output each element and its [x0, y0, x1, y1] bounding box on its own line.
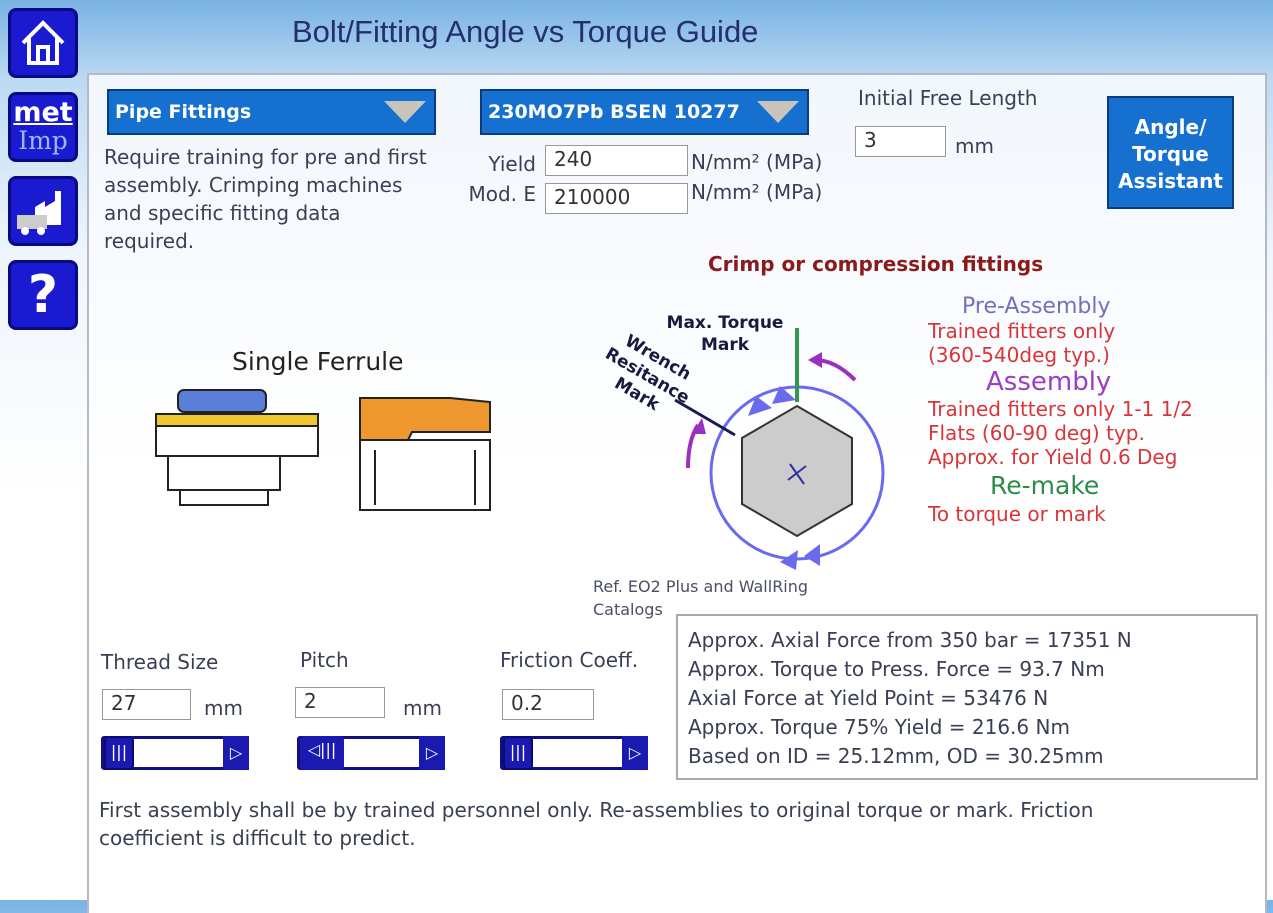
diagram-heading: Crimp or compression fittings: [708, 252, 1044, 276]
remake-line: To torque or mark: [928, 502, 1106, 526]
pitch-slider[interactable]: ◁||| ▷: [297, 736, 445, 770]
pre-assembly-line: Trained fitters only: [928, 319, 1116, 343]
slider-thumb[interactable]: |||: [503, 736, 533, 770]
chevron-down-icon: [384, 101, 426, 123]
metric-label: met: [13, 97, 73, 128]
friction-label: Friction Coeff.: [500, 648, 639, 672]
mod-e-unit: N/mm² (MPa): [691, 180, 823, 204]
assembly-line: Trained fitters only 1-1 1/2: [928, 397, 1193, 421]
free-length-unit: mm: [955, 134, 994, 158]
footer-note: First assembly shall be by trained perso…: [99, 798, 1094, 850]
ferrule-title: Single Ferrule: [232, 347, 404, 376]
slider-thumb[interactable]: |||: [104, 736, 134, 770]
pitch-unit: mm: [403, 696, 442, 720]
fitting-description: Require training for pre and first assem…: [104, 145, 427, 253]
help-icon: ?: [27, 265, 59, 325]
free-length-input[interactable]: 3: [855, 126, 946, 157]
fitting-type-value: Pipe Fittings: [115, 101, 252, 123]
imperial-label: Imp: [18, 126, 68, 155]
units-toggle-button[interactable]: met Imp: [8, 92, 78, 162]
slider-right-arrow[interactable]: ▷: [622, 736, 648, 770]
pre-assembly-line: (360-540deg typ.): [928, 343, 1110, 367]
slider-right-arrow[interactable]: ▷: [419, 736, 445, 770]
single-ferrule-drawing: [155, 389, 491, 511]
pitch-input[interactable]: 2: [295, 687, 385, 718]
remake-title: Re-make: [990, 471, 1100, 500]
slider-left-arrow[interactable]: ◁|||: [300, 736, 344, 770]
free-length-label: Initial Free Length: [858, 86, 1038, 110]
factory-truck-icon: [17, 191, 61, 235]
result-line: Approx. Axial Force from 350 bar = 17351…: [688, 628, 1132, 652]
yield-label: Yield: [488, 152, 536, 176]
max-torque-mark-label: Max. Torque Mark: [666, 313, 784, 355]
angle-torque-assistant-button[interactable]: Angle/ Torque Assistant: [1107, 96, 1234, 209]
result-line: Axial Force at Yield Point = 53476 N: [688, 686, 1049, 710]
material-dropdown[interactable]: 230MO7Pb BSEN 10277: [480, 89, 809, 135]
thread-size-input[interactable]: 27: [102, 689, 191, 720]
mod-e-label: Mod. E: [468, 182, 536, 206]
thread-size-slider[interactable]: ||| ▷: [101, 736, 249, 770]
reference-note: Ref. EO2 Plus and WallRing Catalogs: [593, 577, 809, 619]
home-icon: [21, 20, 65, 65]
friction-input[interactable]: 0.2: [502, 689, 594, 720]
chevron-down-icon: [757, 101, 799, 123]
result-line: Approx. Torque 75% Yield = 216.6 Nm: [688, 715, 1070, 739]
torque-angle-diagram: [674, 328, 885, 570]
thread-size-unit: mm: [204, 696, 243, 720]
material-value: 230MO7Pb BSEN 10277: [488, 101, 740, 123]
factory-button[interactable]: [8, 176, 78, 246]
yield-input[interactable]: 240: [545, 145, 688, 176]
assembly-title: Assembly: [986, 367, 1112, 397]
home-button[interactable]: [8, 8, 78, 78]
fitting-type-dropdown[interactable]: Pipe Fittings: [107, 89, 436, 135]
page-title: Bolt/Fitting Angle vs Torque Guide: [292, 14, 759, 49]
mod-e-input[interactable]: 210000: [545, 183, 688, 214]
result-line: Approx. Torque to Press. Force = 93.7 Nm: [688, 657, 1105, 681]
assembly-line: Flats (60-90 deg) typ.: [928, 421, 1145, 445]
friction-slider[interactable]: ||| ▷: [500, 736, 648, 770]
pre-assembly-title: Pre-Assembly: [962, 294, 1111, 319]
thread-size-label: Thread Size: [101, 650, 219, 674]
assembly-line: Approx. for Yield 0.6 Deg: [928, 445, 1178, 469]
slider-right-arrow[interactable]: ▷: [223, 736, 249, 770]
yield-unit: N/mm² (MPa): [691, 150, 823, 174]
help-button[interactable]: ?: [8, 260, 78, 330]
results-box: Approx. Axial Force from 350 bar = 17351…: [676, 614, 1258, 780]
pitch-label: Pitch: [300, 648, 349, 672]
result-line: Based on ID = 25.12mm, OD = 30.25mm: [688, 744, 1104, 768]
